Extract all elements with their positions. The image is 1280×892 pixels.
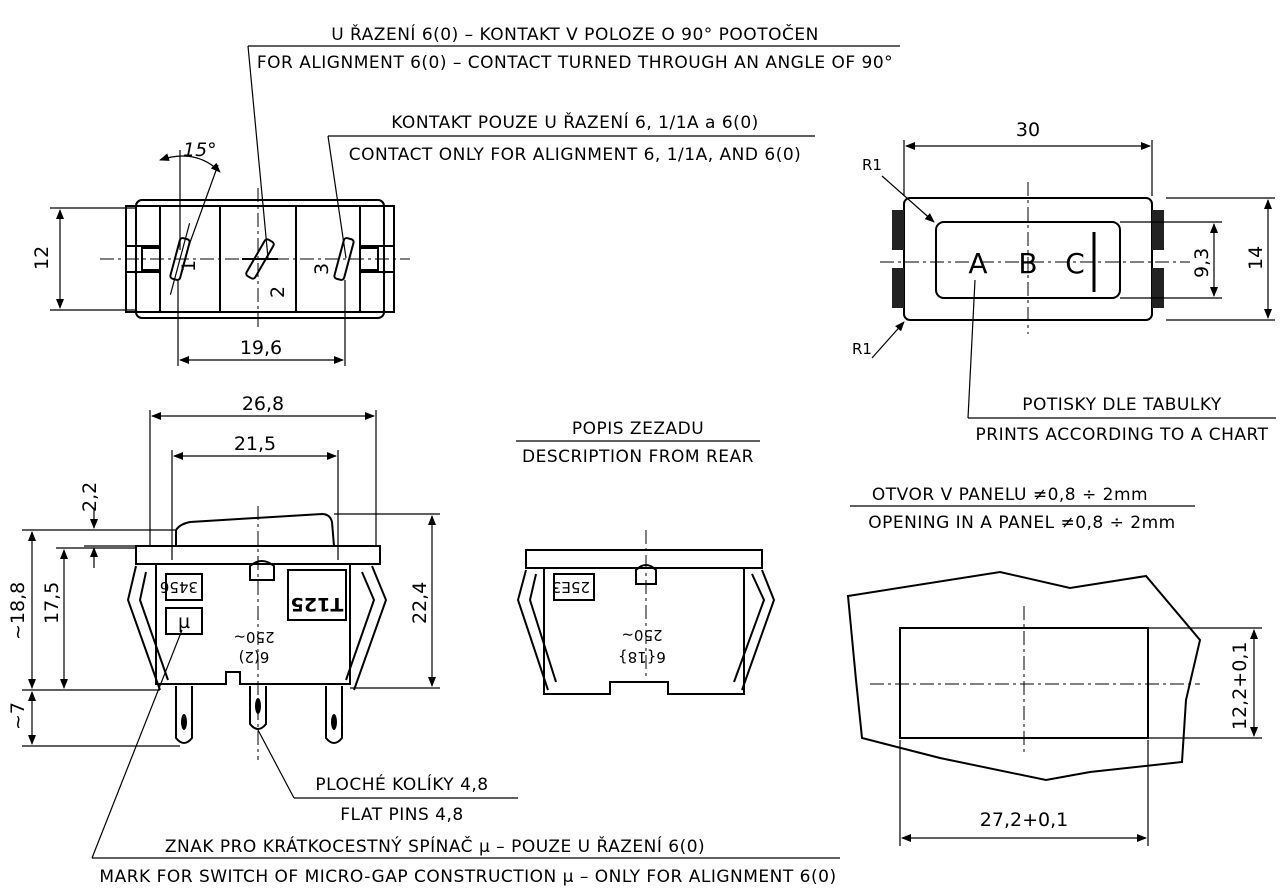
note-contact-en: CONTACT ONLY FOR ALIGNMENT 6, 1/1A, AND … [349,145,802,165]
note-alignment-cz: U ŘAZENÍ 6(0) – KONTAKT V POLOZE O 90° P… [331,23,819,45]
side-body-dim: ~18,8 [7,582,29,640]
top-view: 1 2 3 15° 12 19,6 [31,139,410,366]
panel-opening-view: 12,2+0,1 27,2+0,1 [846,570,1262,846]
leader-line [247,45,269,259]
rating-left: 250~ [233,628,274,646]
radius-bottom-label: R1 [852,340,872,358]
face-outer-dim: 14 [1245,246,1267,270]
prints-note-cz: POTISKY DLE TABULKY [1022,395,1222,415]
side-view: 3456 µ T125 250~ 6(2) 26,8 21,5 2,2 [7,393,840,859]
pins-note-cz: PLOCHÉ KOLÍKY 4,8 [315,773,488,795]
side-step-dim: 2,2 [79,482,101,512]
radius-top-label: R1 [862,156,882,174]
code-rear-label: 25E3 [552,578,590,596]
note-alignment-en: FOR ALIGNMENT 6(0) – CONTACT TURNED THRO… [257,53,893,73]
code-left-label: 3456 [160,578,198,596]
mark-note-cz: ZNAK PRO KRÁTKOCESTNÝ SPÍNAČ µ – POUZE U… [165,835,705,857]
rating-rear: 250~ [621,626,662,644]
front-face-view: A B C 30 R1 R1 9,3 14 [852,119,1276,419]
pin-1-label: 1 [178,260,200,272]
side-clip-dim: 17,5 [41,582,63,624]
angle-label: 15° [183,139,217,161]
panel-width-dim: 27,2+0,1 [980,809,1068,831]
face-width-dim: 30 [1016,119,1040,141]
face-letter-b: B [1018,247,1037,280]
side-inner-width-dim: 21,5 [234,433,276,455]
rating-left-sub: 6(2) [239,648,270,666]
mark-note-en: MARK FOR SWITCH OF MICRO-GAP CONSTRUCTIO… [99,867,836,887]
prints-note-en: PRINTS ACCORDING TO A CHART [976,425,1269,445]
top-height-dim: 12 [31,246,53,270]
micro-mark-label: µ [178,611,190,633]
pin-2-label: 2 [267,286,289,298]
face-letter-c: C [1065,247,1085,280]
pin-3-label: 3 [311,263,333,275]
rear-note-en: DESCRIPTION FROM REAR [522,447,754,467]
rear-view: 25E3 250~ 6{18} [516,530,776,695]
model-label: T125 [291,593,344,615]
top-width-dim: 19,6 [240,337,282,359]
panel-note-en: OPENING IN A PANEL ≠0,8 ÷ 2mm [868,513,1175,533]
rating-rear-sub: 6{18} [618,648,666,666]
face-inner-dim: 9,3 [1191,248,1213,278]
side-pin-dim: ~7 [7,702,29,730]
panel-note-cz: OTVOR V PANELU ≠0,8 ÷ 2mm [872,485,1148,505]
rear-note-cz: POPIS ZEZADU [572,419,704,439]
panel-height-dim: 12,2+0,1 [1229,642,1251,730]
side-outer-width-dim: 26,8 [242,393,284,415]
leader-line [327,135,347,259]
note-contact-cz: KONTAKT POUZE U ŘAZENÍ 6, 1/1A a 6(0) [391,111,759,133]
face-letter-a: A [968,247,987,280]
pins-note-en: FLAT PINS 4,8 [340,805,463,825]
side-total-dim: 22,4 [409,582,431,624]
